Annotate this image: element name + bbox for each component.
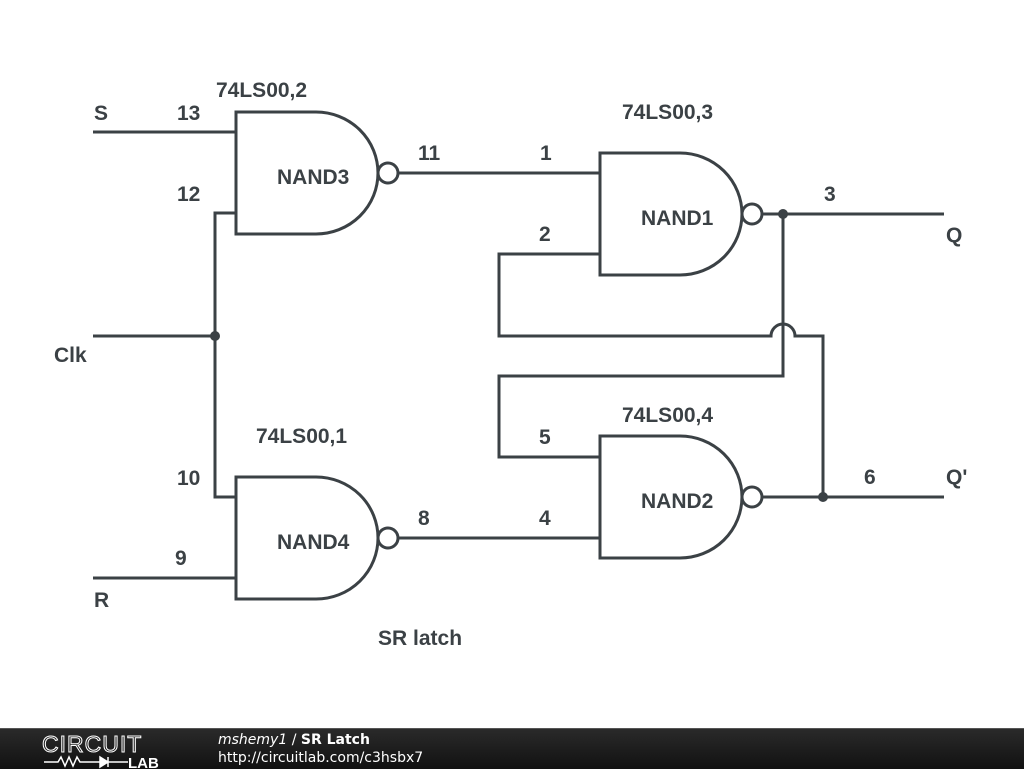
pin-label: 8 — [418, 507, 430, 530]
inverter-bubble — [740, 202, 764, 226]
junction-q — [778, 209, 788, 219]
wires — [93, 130, 944, 580]
pin-label: 10 — [177, 467, 200, 490]
pin-label: 13 — [177, 102, 200, 125]
pin-label: 12 — [177, 183, 200, 206]
inverter-bubble — [376, 161, 400, 185]
schematic-title: SR latch — [378, 627, 462, 650]
resistor-icon — [44, 755, 94, 768]
pin-label: 1 — [540, 142, 552, 165]
schematic-canvas: NAND3 74LS00,2 13 12 11 NAND4 74LS00,1 1… — [54, 79, 967, 650]
wire-qbar-feedback[interactable] — [497, 252, 825, 497]
pin-label: 6 — [864, 466, 876, 489]
circuit-url[interactable]: http://circuitlab.com/c3hsbx7 — [218, 750, 424, 766]
net-label-s: S — [94, 102, 108, 125]
circuit-title: mshemy1 / SR Latch — [218, 732, 370, 748]
logo-lab-text: LAB — [128, 755, 159, 769]
net-label-qbar: Q' — [946, 466, 967, 489]
diode-icon — [94, 755, 128, 769]
wire-clk-to-nand3[interactable] — [213, 211, 236, 499]
gate-part: 74LS00,3 — [622, 101, 713, 124]
title-separator: / — [287, 732, 301, 748]
junction-clk — [210, 331, 220, 341]
pin-label: 5 — [539, 426, 551, 449]
pin-label: 9 — [175, 547, 187, 570]
net-label-q: Q — [946, 224, 962, 247]
gate-name: NAND4 — [277, 531, 350, 554]
pin-label: 4 — [539, 507, 551, 530]
pin-label: 11 — [418, 142, 441, 165]
gate-part: 74LS00,1 — [256, 425, 347, 448]
pin-label: 3 — [824, 183, 836, 206]
gate-part: 74LS00,2 — [216, 79, 307, 102]
author-link[interactable]: mshemy1 — [218, 732, 288, 748]
circuitlab-logo[interactable]: CIRCUIT LAB — [42, 731, 182, 769]
pin-label: 2 — [539, 223, 551, 246]
net-label-r: R — [94, 589, 109, 612]
net-label-clk: Clk — [54, 344, 87, 367]
footer-bar: CIRCUIT LAB mshemy1 / SR Latch http://ci… — [0, 728, 1024, 769]
gate-name: NAND3 — [277, 166, 349, 189]
junction-qbar — [818, 492, 828, 502]
gate-part: 74LS00,4 — [622, 404, 713, 427]
circuit-name: SR Latch — [300, 732, 370, 748]
gate-name: NAND1 — [641, 207, 714, 230]
wire-q-feedback[interactable] — [497, 214, 785, 459]
inverter-bubble — [740, 485, 764, 509]
inverter-bubble — [376, 526, 400, 550]
logo-circuit-text: CIRCUIT — [42, 731, 142, 757]
gate-nand1[interactable]: NAND1 74LS00,3 1 2 3 — [539, 101, 836, 277]
gate-nand3[interactable]: NAND3 74LS00,2 13 12 11 — [177, 79, 441, 236]
gate-name: NAND2 — [641, 490, 713, 513]
gate-nand2[interactable]: NAND2 74LS00,4 5 4 6 — [539, 404, 876, 560]
gate-nand4[interactable]: NAND4 74LS00,1 10 9 8 — [175, 425, 430, 601]
